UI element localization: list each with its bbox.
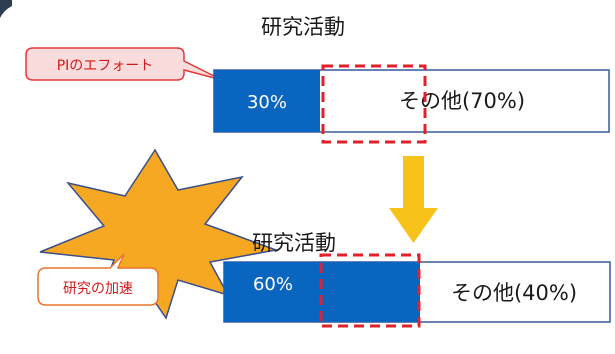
burst-icon	[39, 148, 279, 320]
top-section-title: 研究活動	[261, 15, 345, 39]
acceleration-callout-text: 研究の加速	[63, 281, 133, 297]
bottom-section-title: 研究活動	[252, 231, 336, 255]
pi-effort-callout-text: PIのエフォート	[57, 58, 154, 74]
top-bar: 30% その他(70%)	[213, 64, 610, 144]
down-arrow-icon	[389, 156, 438, 243]
pi-effort-callout: PIのエフォート	[25, 47, 223, 81]
acceleration-callout: 研究の加速	[37, 253, 159, 306]
top-bar-dashed-highlight	[321, 64, 427, 144]
bottom-bar-other-label: その他(40%)	[451, 281, 577, 305]
corner-mark	[0, 0, 12, 18]
bottom-bar-dashed-highlight	[319, 253, 421, 328]
bottom-bar: 60% その他(40%)	[223, 253, 611, 328]
top-bar-pi-segment	[214, 70, 320, 132]
bottom-bar-pi-label: 60%	[253, 274, 293, 295]
top-bar-other-label: その他(70%)	[399, 89, 525, 113]
top-bar-pi-label: 30%	[247, 92, 287, 113]
